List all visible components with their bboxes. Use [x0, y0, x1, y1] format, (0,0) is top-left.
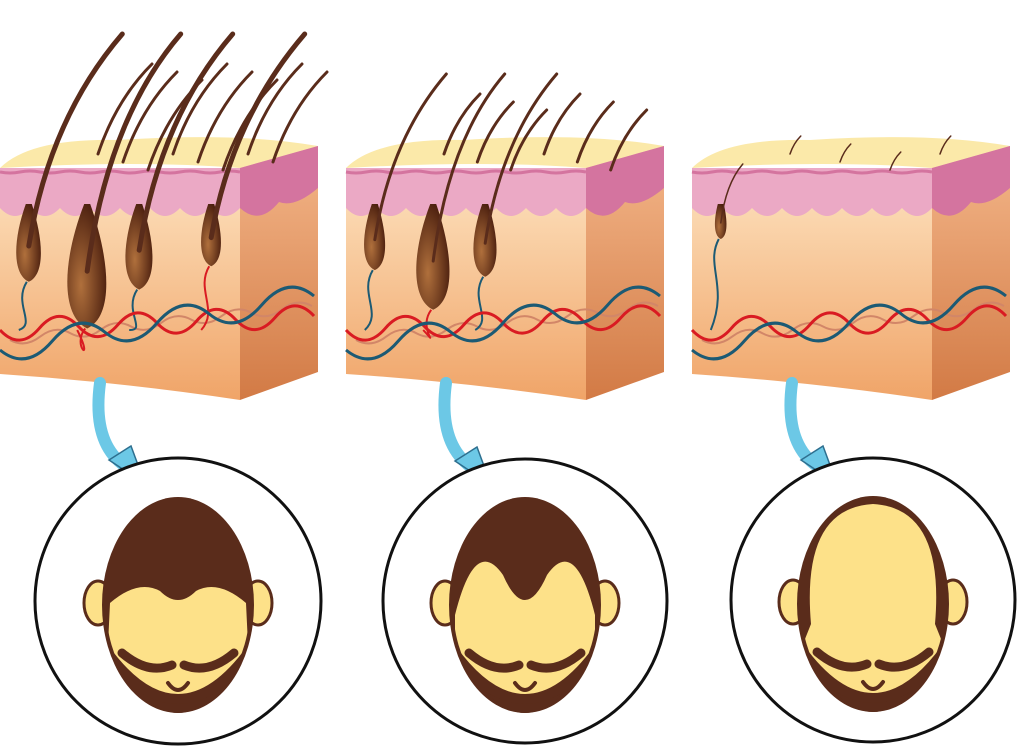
epidermis-layer: [692, 168, 932, 216]
surface-hair: [609, 108, 649, 172]
surface-hair: [889, 151, 902, 171]
head-top-view: [729, 456, 1017, 744]
surface-hair: [196, 70, 254, 164]
stage-thinning: [344, 72, 669, 745]
surface-hair: [542, 92, 582, 156]
surface-hair: [939, 135, 952, 155]
stage-bald: [690, 135, 1017, 744]
beard: [138, 691, 218, 713]
epidermis-side: [240, 146, 318, 216]
nose: [513, 681, 537, 692]
surface-hair: [221, 78, 279, 172]
stage-healthy: [0, 31, 329, 746]
epidermis-edge: [345, 169, 587, 175]
epidermis-edge: [0, 169, 241, 175]
dermis-layer: [346, 168, 586, 400]
dermis-layer: [0, 168, 240, 400]
epidermis-edge: [691, 169, 933, 175]
hair-strand: [483, 72, 559, 245]
follicle-capillary: [18, 281, 28, 331]
hair-strand: [208, 31, 308, 241]
follicle-capillary: [76, 327, 87, 352]
vein: [345, 285, 661, 361]
left-eyebrow: [812, 647, 872, 672]
follicle-capillary: [474, 276, 485, 331]
surface-hair: [509, 108, 549, 172]
surface-hair: [171, 62, 229, 156]
follicle-capillary: [364, 269, 374, 331]
hair-strand: [84, 31, 184, 274]
vein: [0, 285, 315, 361]
follicle-capillary: [422, 309, 433, 339]
nose: [861, 680, 885, 691]
beard: [833, 690, 913, 712]
surface-hair: [146, 78, 204, 172]
vein: [691, 285, 1007, 361]
scalp-skin: [803, 504, 943, 693]
follicle-capillary: [709, 238, 720, 331]
head-top-view: [381, 457, 669, 745]
surface-hair: [839, 143, 852, 163]
head-top-view: [33, 456, 323, 746]
surface-hair: [789, 135, 802, 155]
dermis-layer: [692, 168, 932, 400]
skin-cross-section: [344, 72, 664, 400]
hair-strand: [431, 72, 507, 263]
surface-hair: [246, 62, 304, 156]
hair-strand: [373, 72, 448, 242]
epidermis-layer: [0, 168, 240, 216]
skin-cross-section: [0, 31, 329, 400]
hair-strand: [136, 31, 236, 253]
right-eyebrow: [874, 647, 934, 672]
nose: [166, 681, 190, 692]
surface-hair: [271, 70, 329, 164]
epidermis-side: [586, 146, 664, 216]
hair-strand: [720, 163, 744, 224]
follicle-capillary: [129, 289, 139, 332]
right-eyebrow: [526, 648, 586, 673]
right-eyebrow: [179, 648, 239, 673]
surface-hair: [475, 100, 515, 164]
beard: [485, 691, 565, 713]
left-eyebrow: [117, 648, 177, 673]
epidermis-side: [932, 146, 1010, 216]
skin-cross-section: [690, 135, 1010, 400]
epidermis-layer: [346, 168, 586, 216]
surface-hair: [442, 92, 482, 156]
left-eyebrow: [464, 648, 524, 673]
hair-strand: [26, 31, 125, 249]
surface-hair: [121, 70, 179, 164]
surface-hair: [575, 100, 615, 164]
surface-hair: [96, 62, 154, 156]
follicle-capillary: [200, 265, 211, 331]
skin-surface: [692, 137, 1010, 168]
